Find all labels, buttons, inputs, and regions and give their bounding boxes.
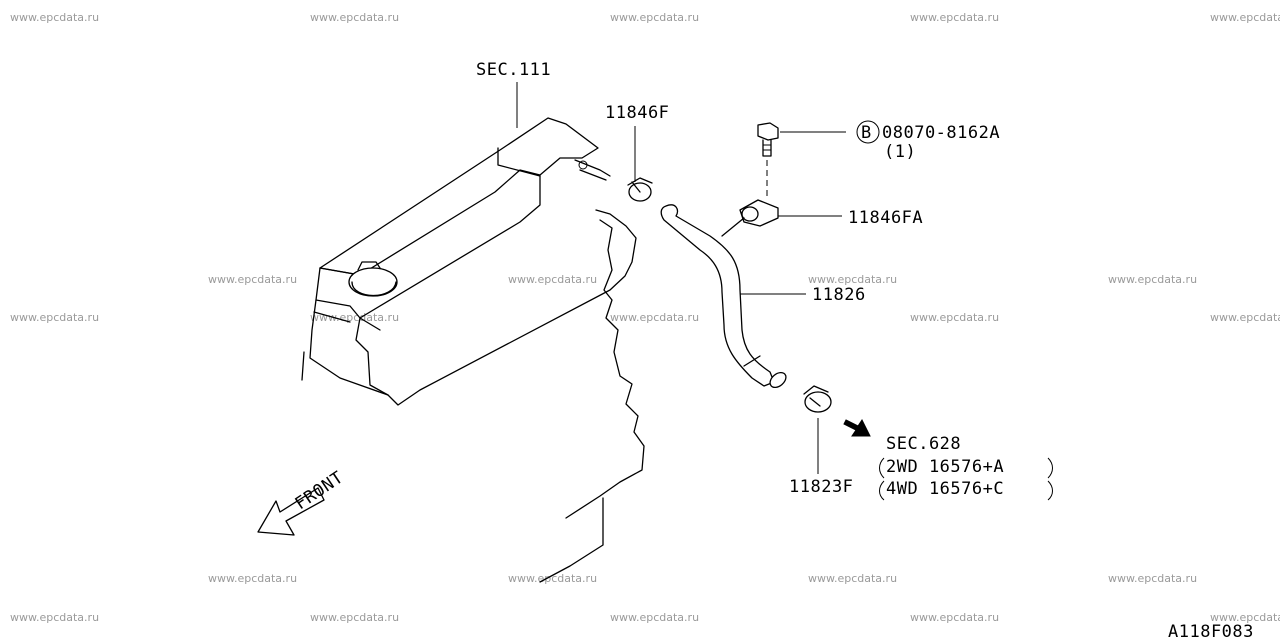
watermark: www.epcdata.ru bbox=[610, 611, 699, 624]
watermark: www.epcdata.ru bbox=[1108, 273, 1197, 286]
watermark: www.epcdata.ru bbox=[1108, 572, 1197, 585]
bolt-quantity: (1) bbox=[884, 142, 916, 162]
front-arrow-icon bbox=[257, 487, 325, 536]
sec628-2wd: 2WD 16576+A bbox=[886, 457, 1004, 477]
watermark: www.epcdata.ru bbox=[10, 11, 99, 24]
bolt-icon bbox=[757, 122, 779, 141]
bolt-part-number: 08070-8162A bbox=[882, 123, 1000, 143]
bracket-callout: 11846FA bbox=[721, 199, 923, 237]
bracket-label: 11846FA bbox=[848, 208, 923, 228]
arrow-right-icon bbox=[843, 419, 871, 437]
engine-block-drawing bbox=[301, 117, 645, 583]
front-arrow: FRONT bbox=[257, 468, 348, 536]
watermark: www.epcdata.ru bbox=[1210, 611, 1280, 624]
clamp-bottom-label: 11823F bbox=[789, 477, 853, 497]
watermark: www.epcdata.ru bbox=[208, 273, 297, 286]
hose-body bbox=[660, 204, 775, 387]
callout-sec111: SEC.111 bbox=[476, 60, 551, 128]
diagram-code: A118F083 bbox=[1168, 622, 1254, 640]
sec628-4wd: 4WD 16576+C bbox=[886, 479, 1004, 499]
watermark: www.epcdata.ru bbox=[1210, 311, 1280, 324]
watermark: www.epcdata.ru bbox=[508, 273, 597, 286]
watermark: www.epcdata.ru bbox=[310, 11, 399, 24]
watermark: www.epcdata.ru bbox=[10, 611, 99, 624]
bolt-symbol: B bbox=[861, 123, 872, 143]
sec628-callout: SEC.628 2WD 16576+A 4WD 16576+C bbox=[843, 419, 1053, 501]
watermark: www.epcdata.ru bbox=[808, 572, 897, 585]
watermark: www.epcdata.ru bbox=[910, 611, 999, 624]
watermark: www.epcdata.ru bbox=[910, 11, 999, 24]
bolt-callout: B 08070-8162A (1) bbox=[757, 120, 1000, 200]
breather-hose: 11826 bbox=[660, 204, 866, 389]
lower-clamp: 11823F bbox=[789, 385, 853, 497]
watermark: www.epcdata.ru bbox=[10, 311, 99, 324]
watermark: www.epcdata.ru bbox=[808, 273, 897, 286]
hose-clamp-icon bbox=[804, 391, 832, 413]
watermark: www.epcdata.ru bbox=[1210, 11, 1280, 24]
watermark: www.epcdata.ru bbox=[610, 11, 699, 24]
watermark-layer: www.epcdata.ru www.epcdata.ru www.epcdat… bbox=[10, 11, 1280, 624]
watermark: www.epcdata.ru bbox=[208, 572, 297, 585]
hose-label: 11826 bbox=[812, 285, 866, 305]
watermark: www.epcdata.ru bbox=[910, 311, 999, 324]
sec111-label: SEC.111 bbox=[476, 60, 551, 80]
watermark: www.epcdata.ru bbox=[310, 311, 399, 324]
upper-clamp: 11846F bbox=[605, 103, 669, 202]
clamp-top-label: 11846F bbox=[605, 103, 669, 123]
watermark: www.epcdata.ru bbox=[508, 572, 597, 585]
front-label: FRONT bbox=[292, 468, 348, 515]
watermark: www.epcdata.ru bbox=[310, 611, 399, 624]
sec628-label: SEC.628 bbox=[886, 434, 961, 454]
watermark: www.epcdata.ru bbox=[610, 311, 699, 324]
